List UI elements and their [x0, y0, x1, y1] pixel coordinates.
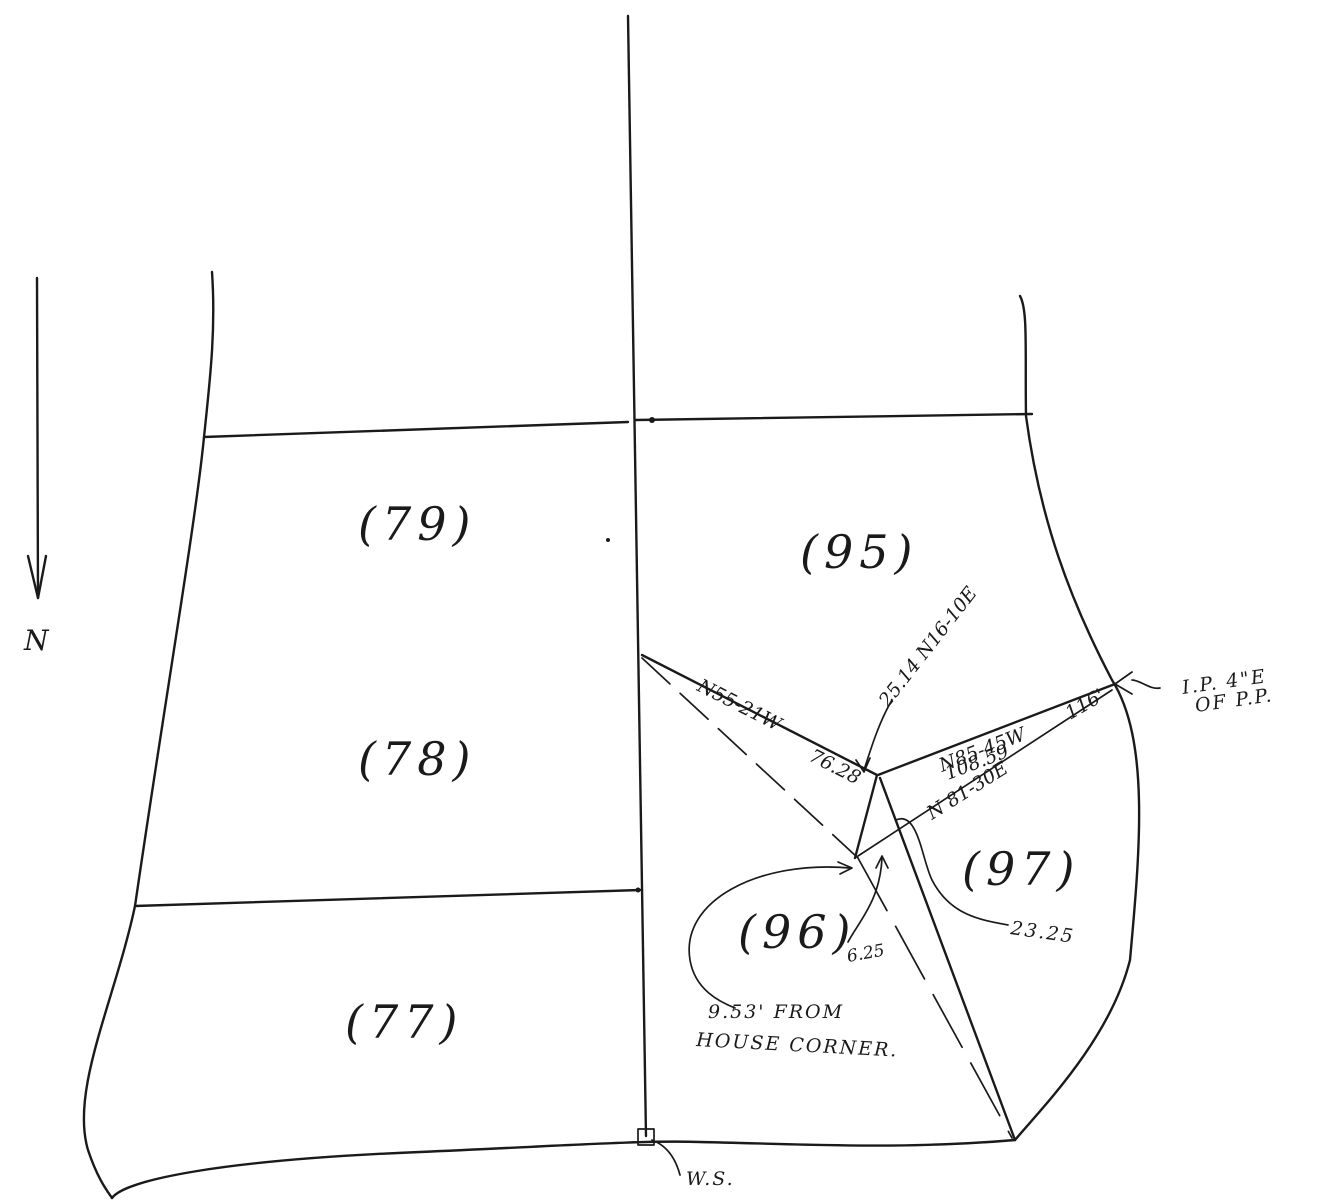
water-service-box: [637, 1128, 655, 1146]
bearing-n55-21w: N55-21W: [693, 674, 786, 736]
lot-78: (78): [358, 732, 476, 786]
ws-label: W.S.: [686, 1168, 735, 1190]
house-note-line2: HOUSE CORNER.: [695, 1029, 899, 1062]
traverse-dashed: [641, 657, 859, 859]
left-boundary: [82, 270, 215, 1200]
traverse-down-1: [878, 776, 1017, 1142]
tick-mark: [649, 417, 655, 423]
leader-23-25: [895, 817, 1009, 926]
ws-leader: [651, 1139, 681, 1176]
house-note-line1: 9.53' FROM: [708, 1001, 844, 1023]
leader-6-25-head: [875, 855, 889, 869]
bearing-25-14: 25.14 N16-10E: [874, 583, 982, 712]
center-line: [626, 14, 648, 1138]
bottom-boundary: [110, 1138, 1017, 1200]
lot-97: (97): [962, 842, 1080, 896]
arrow-25-14-head: [855, 757, 871, 773]
traverse-n55-21w: [640, 653, 879, 777]
traverse-short-a: [853, 773, 879, 860]
line-top-left: [202, 420, 630, 439]
right-boundary: [1013, 294, 1141, 1142]
lot-77: (77): [345, 995, 463, 1049]
north-label: N: [23, 624, 50, 657]
leader-house-corner: [688, 866, 851, 1009]
line-mid-left: [133, 888, 642, 908]
north-arrow: [26, 276, 48, 600]
traverse-down-2: [857, 857, 1013, 1139]
traverse-n81-30e: [857, 689, 1113, 857]
arrow-25-14: [863, 699, 893, 771]
distance-76-28: 76.28: [806, 745, 864, 789]
traverse-n85-45w: [876, 682, 1117, 777]
distance-23-25: 23.25: [1008, 917, 1076, 948]
line-top-right: [634, 412, 1034, 422]
lot-79: (79): [358, 497, 476, 551]
lot-96: (96): [738, 905, 856, 959]
tick-mark: [635, 887, 641, 893]
leader-house-head: [837, 861, 853, 875]
lot-95: (95): [800, 525, 918, 579]
stray-mark: [606, 538, 610, 542]
arrow-ip: [1114, 671, 1161, 695]
leader-6-25: [847, 857, 883, 943]
